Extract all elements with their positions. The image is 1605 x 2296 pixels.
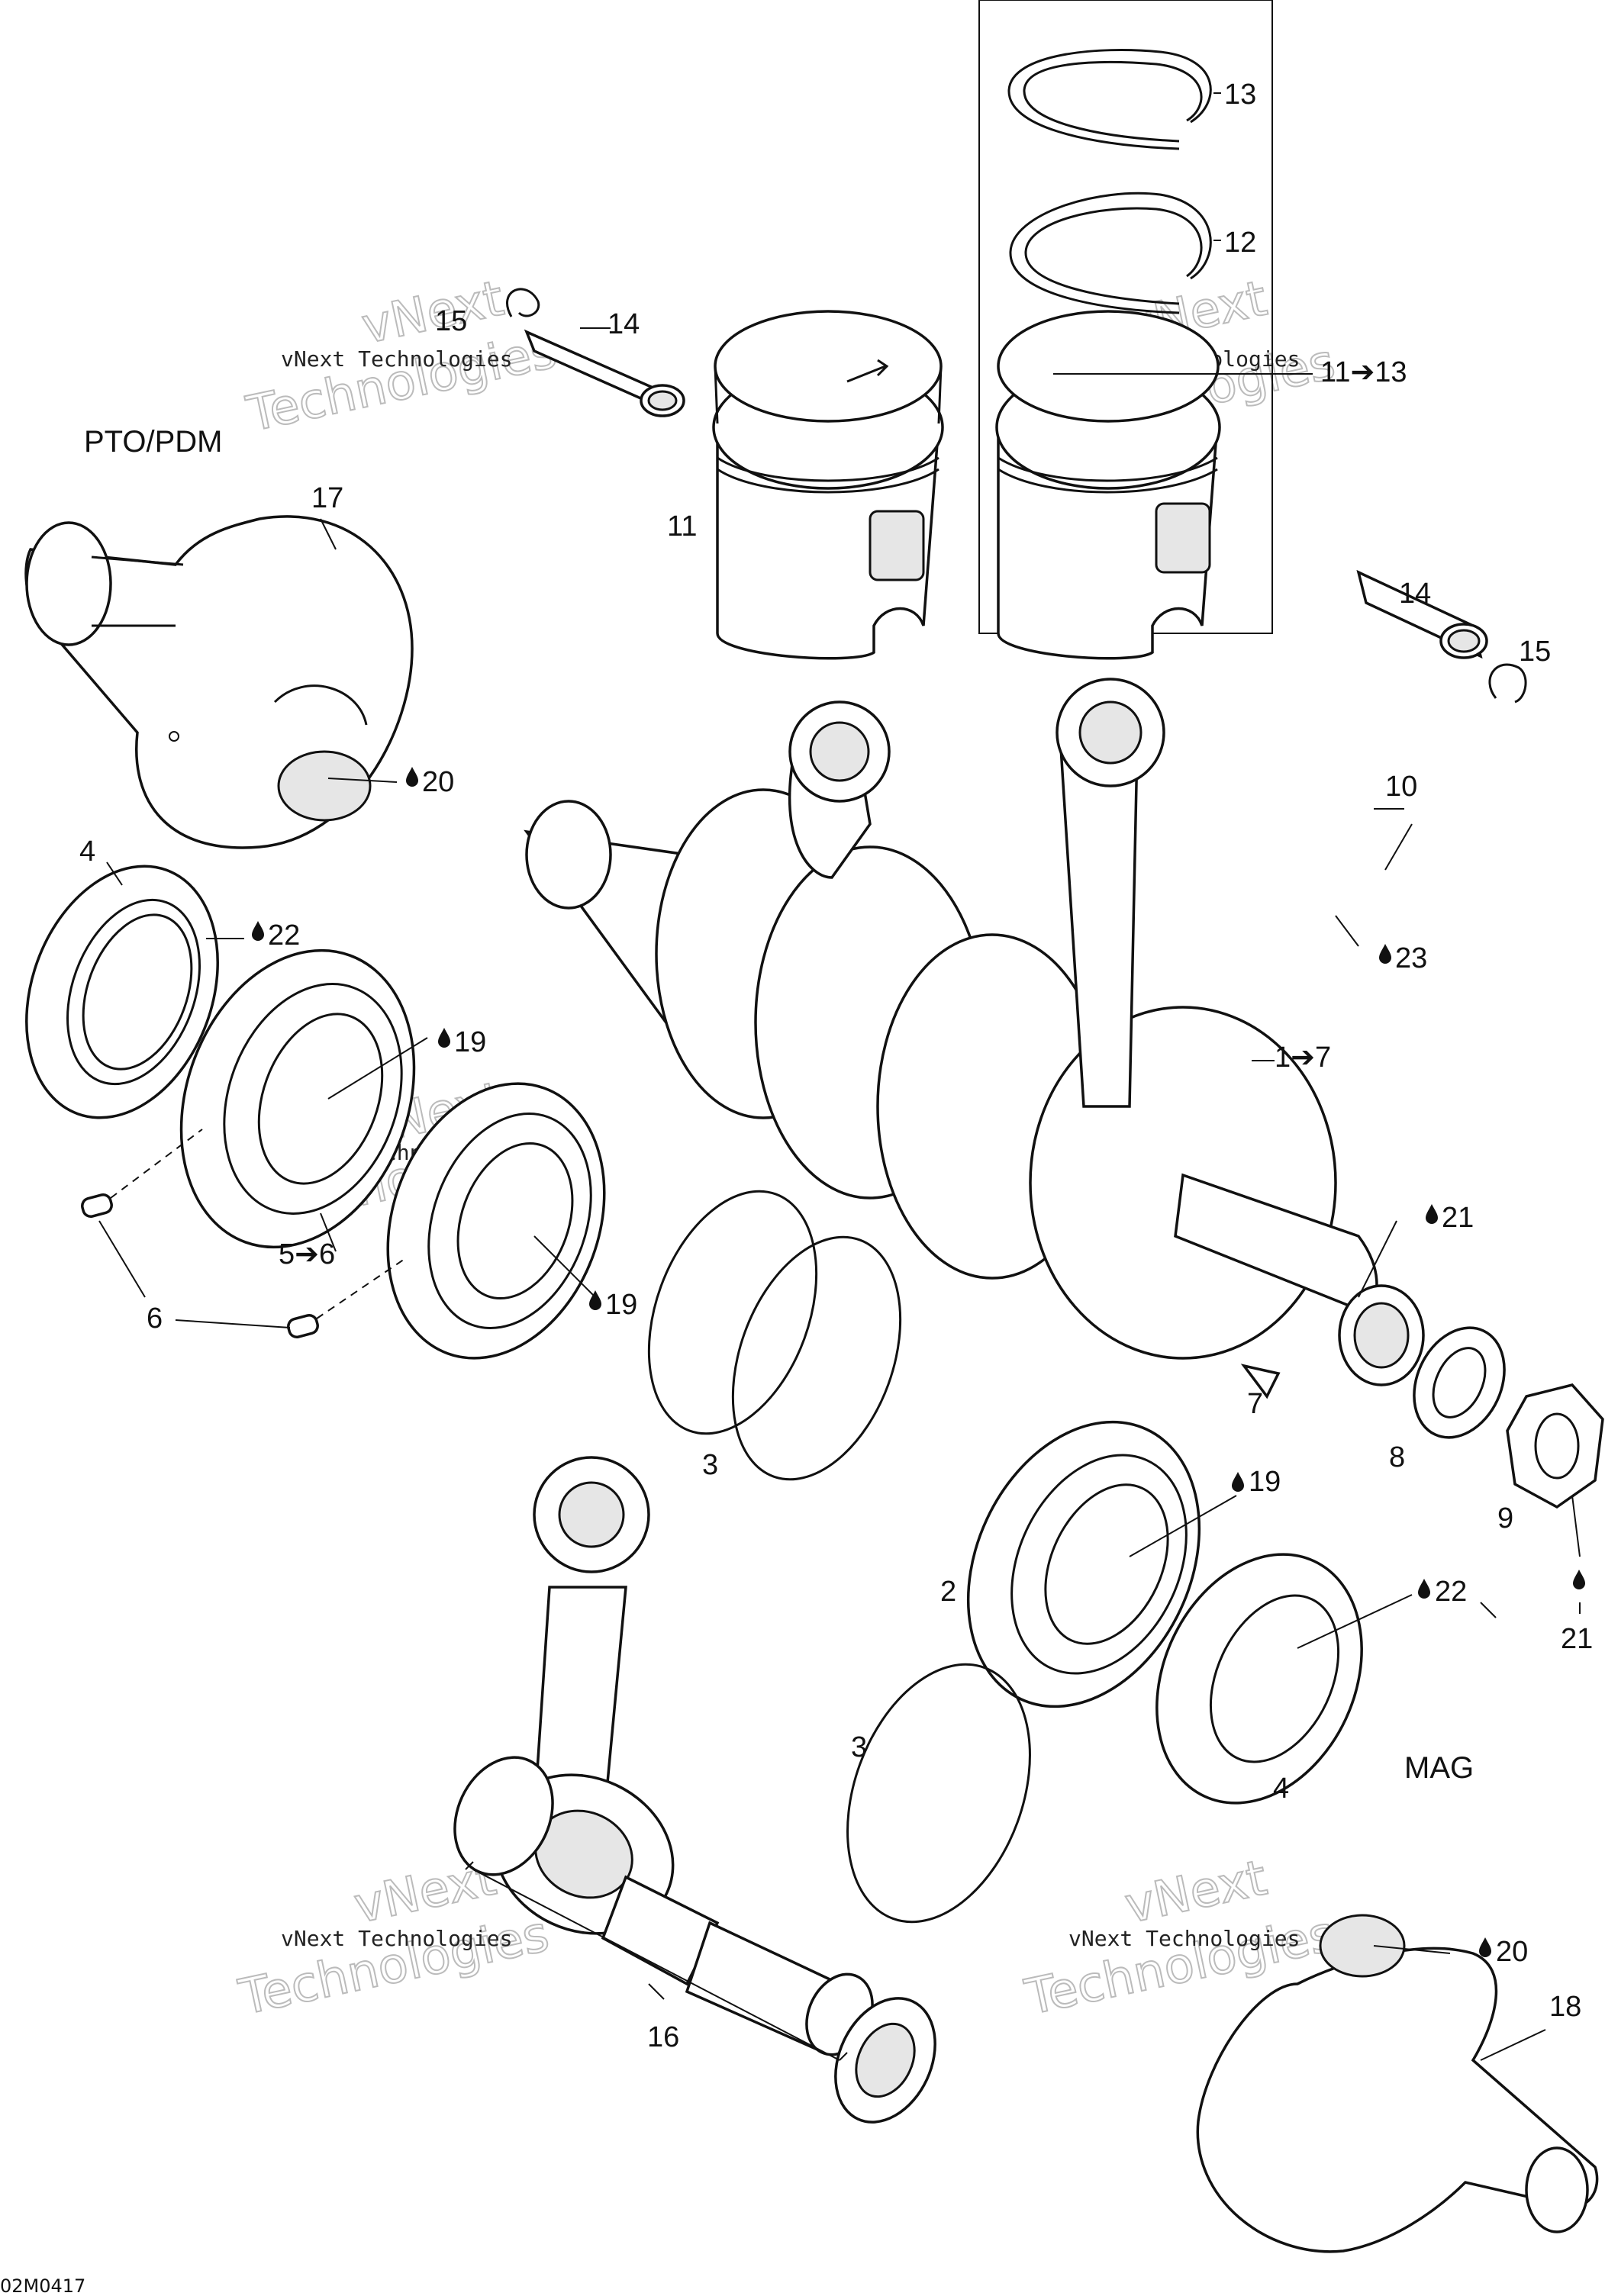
woodruff-key-7 <box>1240 1364 1281 1399</box>
crank-half-17 <box>24 515 414 849</box>
callout-22-right: 22 <box>1435 1576 1467 1608</box>
callout-3-upper: 3 <box>702 1449 718 1481</box>
callout-14-left: 14 <box>608 308 640 340</box>
crank-half-18 <box>1196 1914 1599 2253</box>
callout-22-left: 22 <box>268 919 300 952</box>
callout-12: 12 <box>1224 227 1256 259</box>
callout-19-upper-left: 19 <box>454 1026 486 1058</box>
callout-3-lower: 3 <box>851 1731 867 1763</box>
piston-pin-14-right <box>1356 569 1488 659</box>
section-label-mag: MAG <box>1404 1751 1474 1785</box>
connecting-rod-kit-16 <box>453 1456 936 2124</box>
callout-21-upper: 21 <box>1442 1202 1474 1234</box>
callout-19-right: 19 <box>1249 1466 1281 1498</box>
callout-10: 10 <box>1385 771 1417 803</box>
callout-14-right: 14 <box>1399 578 1431 610</box>
dowel-pins-6 <box>81 1129 405 1339</box>
callout-21-lower: 21 <box>1561 1623 1593 1655</box>
callout-1-to-7: 1➔7 <box>1275 1042 1331 1074</box>
callout-4-left: 4 <box>79 836 95 868</box>
callout-23: 23 <box>1395 942 1427 974</box>
piston-11-assembly <box>995 310 1221 660</box>
callout-20-upper: 20 <box>422 766 454 798</box>
svg-text:vNext Technologies: vNext Technologies <box>281 346 512 372</box>
oil-seal-4-right <box>1155 1553 1363 1805</box>
callout-9: 9 <box>1497 1502 1513 1534</box>
callout-18: 18 <box>1549 1991 1581 2023</box>
section-label-pto: PTO/PDM <box>84 425 223 459</box>
hex-nut-9 <box>1506 1383 1604 1509</box>
o-ring-3-lower <box>846 1663 1031 1924</box>
piston-ring-12 <box>1009 192 1212 314</box>
crankshaft-assembly <box>524 678 1425 1386</box>
callout-2: 2 <box>940 1576 956 1608</box>
callout-4-right: 4 <box>1273 1773 1289 1805</box>
callout-15-left: 15 <box>435 305 467 337</box>
lock-washer-8 <box>1413 1326 1506 1439</box>
callout-15-right: 15 <box>1519 636 1551 668</box>
svg-text:vNext Technologies: vNext Technologies <box>1068 1926 1300 1951</box>
piston-11 <box>712 310 944 660</box>
piston-pin-14-left <box>524 329 685 417</box>
piston-ring-13 <box>1007 49 1212 150</box>
callout-16: 16 <box>647 2021 679 2053</box>
callout-11-to-13: 11➔13 <box>1320 356 1407 388</box>
ball-bearing-19-second <box>386 1082 606 1360</box>
ball-bearing-19-left <box>179 948 416 1249</box>
svg-text:vNext Technologies: vNext Technologies <box>281 1926 512 1951</box>
callout-leader-lines <box>98 92 1581 2061</box>
callout-19-lower-left: 19 <box>605 1289 637 1321</box>
callout-17: 17 <box>311 482 343 514</box>
oil-seal-4-left <box>25 865 219 1119</box>
callout-11: 11 <box>667 510 697 543</box>
callout-20-lower: 20 <box>1496 1936 1528 1968</box>
ball-bearing-2 <box>966 1420 1201 1708</box>
callout-8: 8 <box>1389 1441 1405 1473</box>
circlip-15-left <box>506 288 540 317</box>
callout-13: 13 <box>1224 79 1256 111</box>
callout-6: 6 <box>147 1303 163 1335</box>
figure-code: 02M0417 <box>0 2275 85 2296</box>
callout-7: 7 <box>1247 1388 1263 1420</box>
watermark-top-left: Technologies vNext vNext Technologies <box>241 269 562 443</box>
circlip-15-right <box>1488 663 1527 704</box>
callout-5-to-6: 5➔6 <box>279 1238 335 1270</box>
o-rings-3-upper <box>647 1190 902 1481</box>
